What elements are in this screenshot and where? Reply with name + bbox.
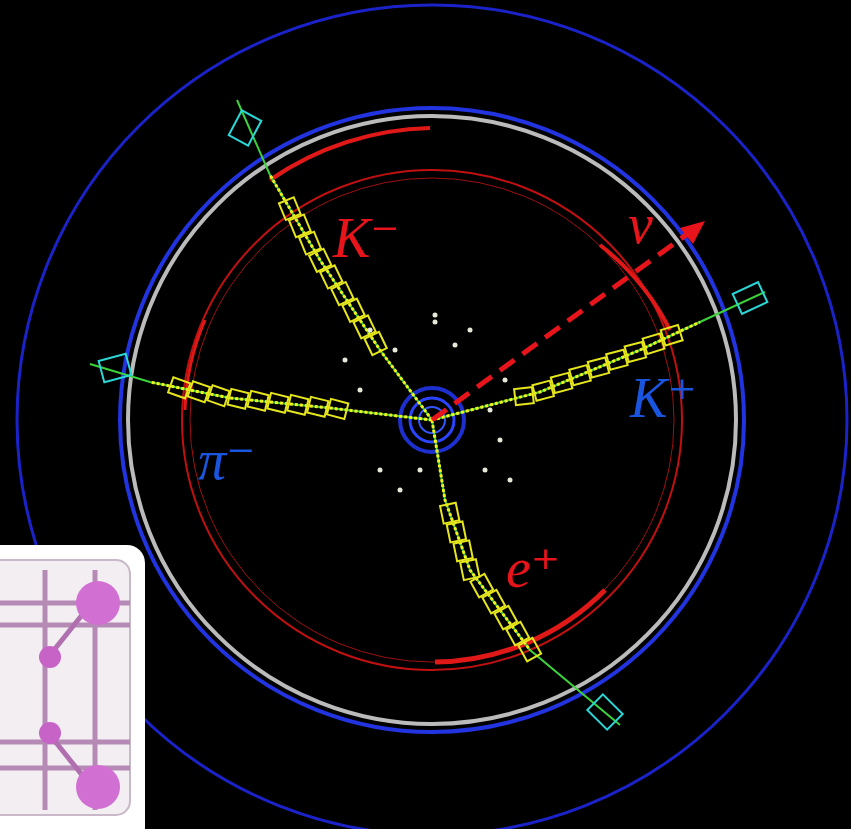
atom xyxy=(39,646,61,668)
lattice-inset xyxy=(0,545,145,829)
hit-arc xyxy=(435,590,605,662)
hit-cell xyxy=(327,399,348,419)
hit-cell xyxy=(267,393,288,413)
noise-hit xyxy=(368,328,373,333)
noise-hit xyxy=(418,468,423,473)
calorimeter-cluster xyxy=(733,282,768,314)
hit-cell xyxy=(532,381,553,401)
atom xyxy=(76,765,120,809)
noise-hit xyxy=(503,378,508,383)
hit-cell xyxy=(460,559,479,580)
hit-cell xyxy=(188,381,210,402)
solenoid-ring xyxy=(120,108,744,732)
noise-hit xyxy=(398,488,403,493)
hit-cell xyxy=(588,357,609,377)
atom xyxy=(76,581,120,625)
atom xyxy=(39,722,61,744)
calorimeter-ring xyxy=(128,116,736,724)
particle-label: K⁺ xyxy=(630,370,697,426)
hit-cell xyxy=(569,365,590,385)
noise-hit xyxy=(433,313,438,318)
calorimeter-cluster xyxy=(587,694,622,729)
noise-hit xyxy=(508,478,513,483)
noise-hit xyxy=(433,320,438,325)
inset-frame xyxy=(0,560,130,815)
hit-cell xyxy=(661,325,683,346)
hit-cell xyxy=(307,397,328,417)
calorimeter-cluster xyxy=(229,110,262,145)
lattice-bar xyxy=(0,623,130,628)
hit-cell xyxy=(228,389,249,409)
particle-label: ν xyxy=(628,196,653,252)
hit-cell xyxy=(440,503,459,524)
hit-cell xyxy=(606,350,627,370)
noise-hit xyxy=(343,358,348,363)
noise-hit xyxy=(393,348,398,353)
hit-cell xyxy=(287,395,308,415)
hit-cell xyxy=(247,391,268,411)
noise-hit xyxy=(483,468,488,473)
hit-cell xyxy=(643,333,665,354)
particle-label: e⁺ xyxy=(506,540,560,596)
lattice-bar xyxy=(43,570,48,810)
lattice-bar xyxy=(0,740,130,745)
particle-label: π⁻ xyxy=(198,432,256,488)
noise-hit xyxy=(488,408,493,413)
track-hits xyxy=(432,420,530,650)
hit-cell xyxy=(168,377,190,398)
hit-cell xyxy=(207,385,229,406)
track-hits xyxy=(150,382,432,420)
arrowhead xyxy=(680,221,705,244)
particle-label: K⁻ xyxy=(333,210,400,266)
hit-cell xyxy=(518,638,541,661)
track-fit xyxy=(237,100,432,420)
hit-cell xyxy=(625,342,646,362)
noise-hit xyxy=(358,388,363,393)
hit-cell xyxy=(551,373,572,393)
track-fit xyxy=(432,420,620,725)
noise-hit xyxy=(498,438,503,443)
hit-cell xyxy=(447,522,466,543)
track-fit xyxy=(432,292,765,420)
noise-hit xyxy=(378,468,383,473)
calorimeter-cluster xyxy=(99,354,132,382)
track-hits xyxy=(270,175,432,420)
hit-arc xyxy=(600,245,670,330)
track-fit xyxy=(90,364,432,420)
hit-cell xyxy=(514,387,534,405)
hit-cell xyxy=(453,540,472,561)
noise-hit xyxy=(468,328,473,333)
hit-arc xyxy=(270,128,430,180)
noise-hit xyxy=(453,343,458,348)
inset-panel xyxy=(0,545,145,829)
hit-cell xyxy=(279,197,301,220)
